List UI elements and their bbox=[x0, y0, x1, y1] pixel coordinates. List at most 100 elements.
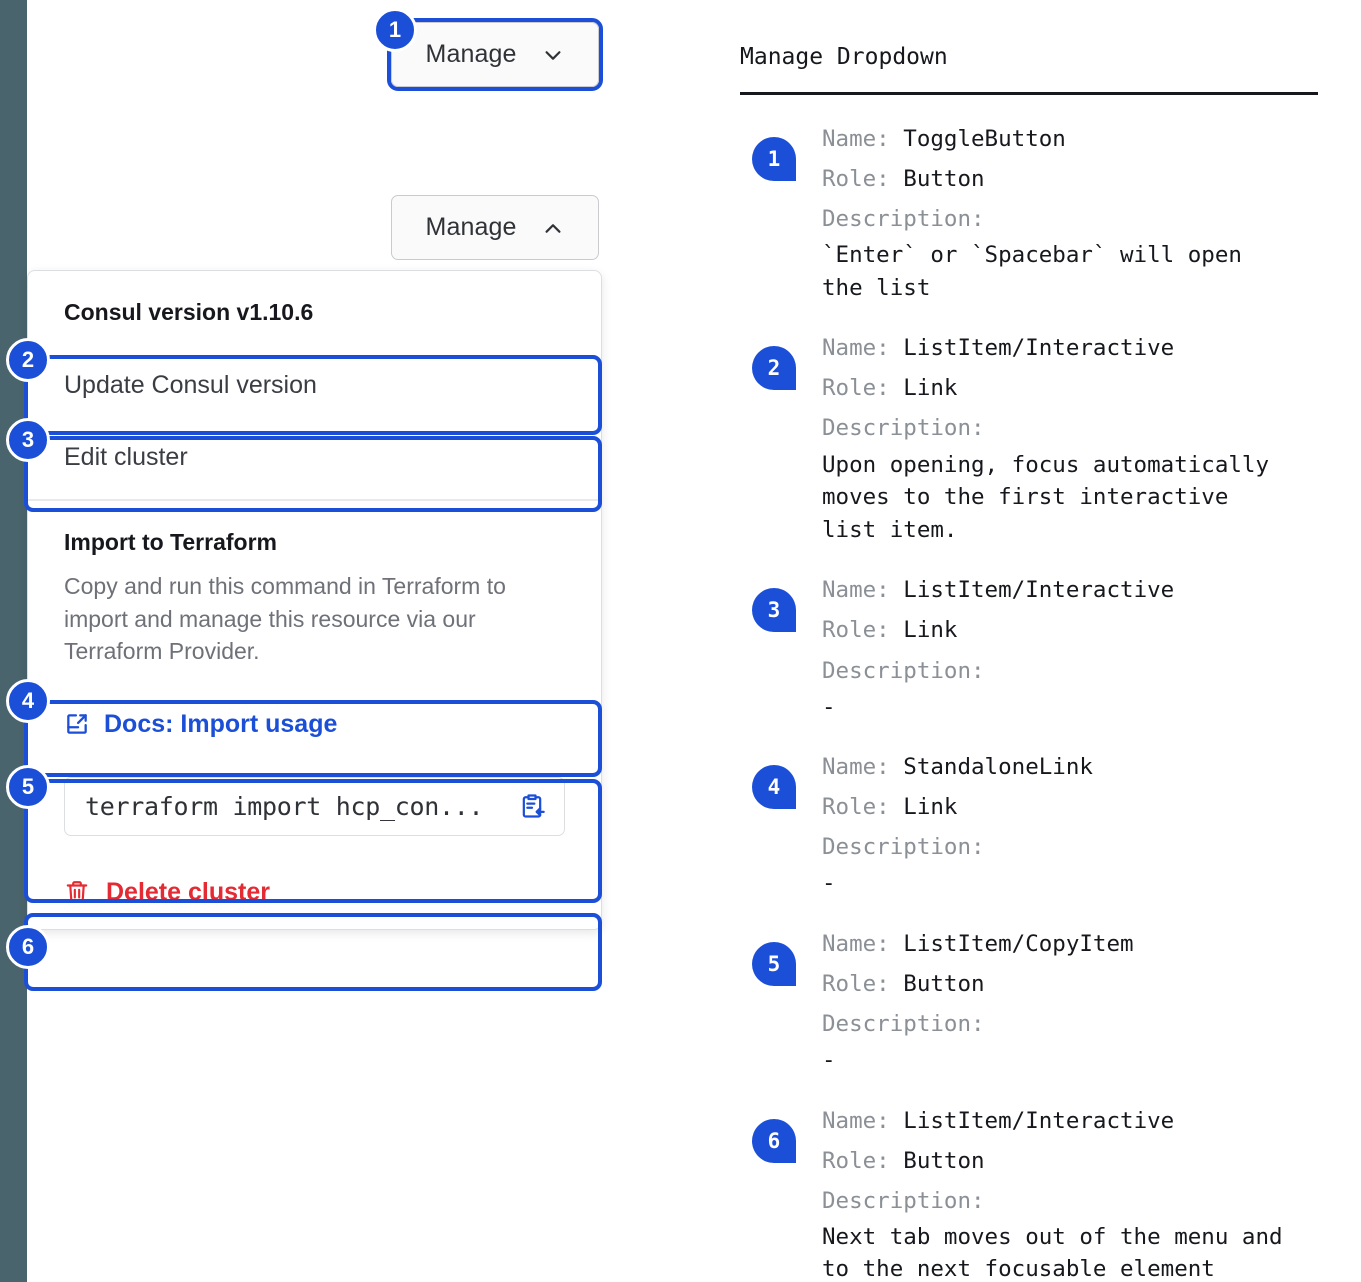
doc-name-value: ToggleButton bbox=[903, 126, 1066, 152]
doc-description-value: Upon opening, focus automatically moves … bbox=[822, 451, 1270, 543]
doc-role-value: Button bbox=[903, 1147, 985, 1174]
copy-command-row[interactable]: terraform import hcp_con... bbox=[28, 759, 601, 858]
doc-role-value: Link bbox=[903, 794, 958, 821]
doc-description-label: Description: bbox=[822, 415, 985, 442]
doc-description-label: Description: bbox=[822, 657, 985, 684]
doc-role-value: Link bbox=[903, 617, 958, 644]
doc-description-label: Description: bbox=[822, 1187, 985, 1214]
manage-toggle-label: Manage bbox=[425, 40, 517, 68]
callout-badge-1: 1 bbox=[373, 8, 417, 52]
external-link-icon bbox=[67, 714, 87, 735]
doc-line: Name: ListItem/Interactive bbox=[822, 328, 1340, 368]
product-ui-pane: Manage Manage Consul version v1.10.6 Upd… bbox=[24, 0, 717, 1282]
docs-link-label: Docs: Import usage bbox=[104, 709, 338, 738]
doc-description-label: Description: bbox=[822, 1011, 985, 1038]
doc-badge-1: 1 bbox=[752, 137, 796, 181]
chevron-up-icon bbox=[545, 223, 561, 233]
chevron-down-icon bbox=[545, 50, 561, 60]
doc-name-value: ListItem/CopyItem bbox=[903, 930, 1134, 957]
doc-line: Name: ToggleButton bbox=[822, 119, 1340, 159]
callout-badge-2: 2 bbox=[6, 338, 50, 382]
doc-line: Role: Link bbox=[822, 368, 1340, 408]
manage-toggle-button-open[interactable]: Manage bbox=[391, 195, 599, 260]
doc-pane-title: Manage Dropdown bbox=[740, 44, 948, 70]
doc-role-value: Button bbox=[903, 970, 985, 997]
terraform-command-text: terraform import hcp_con... bbox=[85, 791, 484, 821]
doc-description-label: Description: bbox=[822, 834, 985, 861]
doc-name-value: ListItem/Interactive bbox=[903, 335, 1175, 362]
doc-role-value: Button bbox=[903, 166, 985, 193]
doc-badge-3: 3 bbox=[752, 588, 796, 633]
doc-role-label: Role: bbox=[822, 166, 904, 193]
doc-description-value: `Enter` or `Spacebar` will open the list bbox=[822, 242, 1242, 301]
doc-name-label: Name: bbox=[822, 577, 904, 604]
doc-role-value: Link bbox=[903, 375, 958, 402]
terraform-block-title: Import to Terraform bbox=[64, 529, 277, 555]
doc-role-label: Role: bbox=[822, 617, 904, 644]
dropdown-item-edit-cluster[interactable]: Edit cluster bbox=[64, 442, 188, 471]
doc-line: Role: Button bbox=[822, 964, 1340, 1004]
doc-role-label: Role: bbox=[822, 970, 904, 997]
doc-badge-5: 5 bbox=[752, 941, 796, 986]
doc-line: Role: Link bbox=[822, 610, 1340, 650]
doc-description-value: Next tab moves out of the menu and to th… bbox=[822, 1223, 1283, 1282]
doc-line: Role: Button bbox=[822, 159, 1340, 199]
copy-command-box[interactable]: terraform import hcp_con... bbox=[64, 776, 565, 836]
doc-line: Name: ListItem/Interactive bbox=[822, 570, 1340, 610]
doc-name-label: Name: bbox=[822, 335, 904, 362]
doc-badge-2: 2 bbox=[752, 346, 796, 391]
dropdown-item-update-consul-version[interactable]: Update Consul version bbox=[64, 371, 317, 399]
app-side-rail bbox=[0, 0, 27, 1282]
doc-name-value: ListItem/Interactive bbox=[903, 1107, 1175, 1134]
doc-line: Role: Link bbox=[822, 787, 1340, 827]
doc-name-value: StandaloneLink bbox=[903, 754, 1093, 781]
callout-badge-6: 6 bbox=[6, 925, 50, 969]
doc-name-label: Name: bbox=[822, 754, 904, 781]
doc-pane-rule bbox=[740, 92, 1318, 95]
dropdown-item-docs-import-usage[interactable]: Docs: Import usage bbox=[28, 690, 601, 759]
doc-line: Name: StandaloneLink bbox=[822, 747, 1340, 787]
doc-line: Name: ListItem/Interactive bbox=[822, 1101, 1340, 1141]
callout-badge-4: 4 bbox=[6, 679, 50, 723]
callout-badge-3: 3 bbox=[6, 418, 50, 462]
dropdown-item-delete-cluster[interactable]: Delete cluster bbox=[28, 858, 601, 929]
doc-description-value: - bbox=[822, 870, 836, 897]
dropdown-divider bbox=[28, 499, 601, 501]
doc-name-label: Name: bbox=[822, 930, 904, 957]
doc-name-label: Name: bbox=[822, 126, 904, 152]
doc-line: Name: ListItem/CopyItem bbox=[822, 924, 1340, 964]
doc-description-label: Description: bbox=[822, 206, 985, 233]
manage-toggle-button-closed[interactable]: Manage bbox=[391, 22, 599, 87]
doc-badge-4: 4 bbox=[752, 765, 796, 810]
doc-role-label: Role: bbox=[822, 375, 904, 402]
copy-clipboard-icon[interactable] bbox=[518, 792, 546, 820]
doc-role-label: Role: bbox=[822, 794, 904, 821]
manage-dropdown-menu: Consul version v1.10.6 Update Consul ver… bbox=[27, 270, 602, 930]
doc-description-value: - bbox=[822, 1047, 836, 1074]
manage-toggle-label-open: Manage bbox=[425, 213, 517, 241]
doc-name-value: ListItem/Interactive bbox=[903, 577, 1175, 604]
doc-name-label: Name: bbox=[822, 1107, 904, 1134]
doc-role-label: Role: bbox=[822, 1147, 904, 1174]
terraform-block-description: Copy and run this command in Terraform t… bbox=[64, 573, 506, 665]
trash-icon bbox=[66, 881, 88, 903]
doc-line: Role: Button bbox=[822, 1141, 1340, 1181]
delete-cluster-label: Delete cluster bbox=[106, 877, 270, 906]
callout-badge-5: 5 bbox=[6, 765, 50, 809]
dropdown-section-title: Consul version v1.10.6 bbox=[64, 299, 314, 325]
